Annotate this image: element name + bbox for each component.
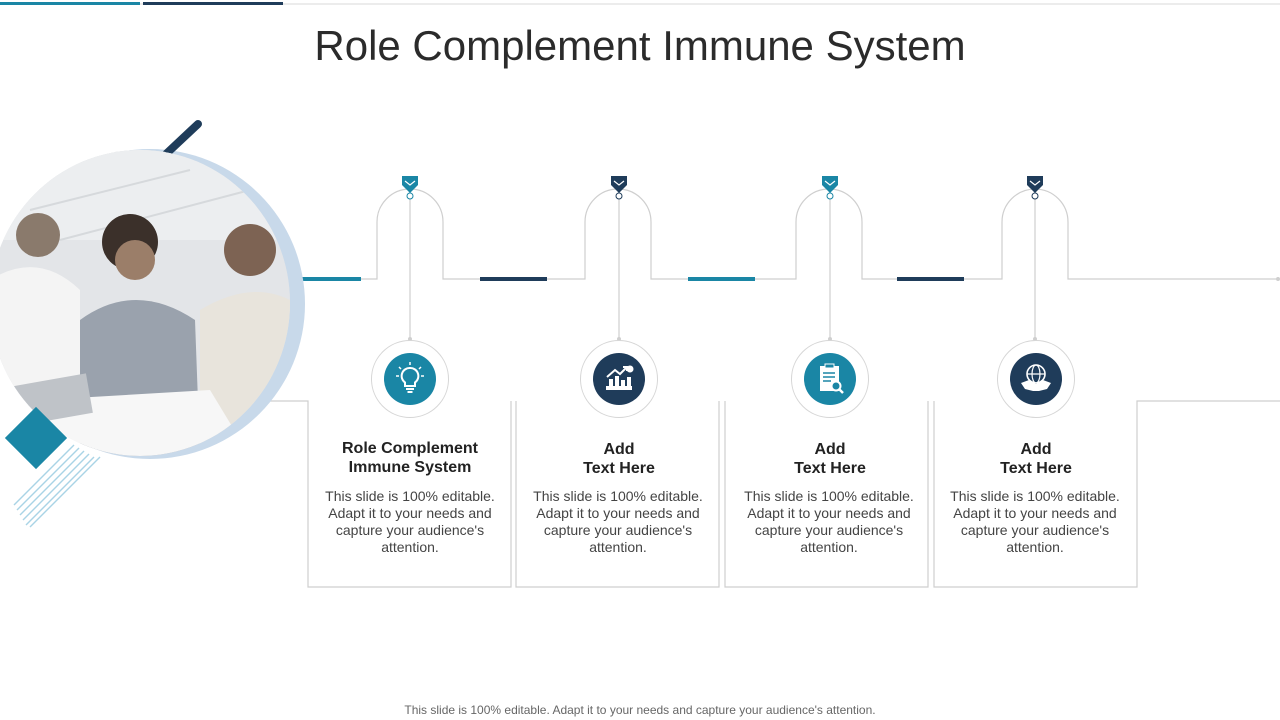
top-accent-teal <box>0 2 140 5</box>
top-accent-navy <box>143 2 283 5</box>
box-outline-1 <box>250 400 512 588</box>
step-3-title: Add Text Here <box>794 441 866 477</box>
step-3-description: This slide is 100% editable. Adapt it to… <box>744 488 914 555</box>
step-3-icon-ring <box>791 340 869 418</box>
accent-bar-2 <box>480 277 547 281</box>
decor-diamond <box>4 406 68 470</box>
step-4-description: This slide is 100% editable. Adapt it to… <box>950 488 1120 555</box>
box-outline-3 <box>724 401 929 588</box>
footer-note: This slide is 100% editable. Adapt it to… <box>404 703 876 717</box>
slide-title: Role Complement Immune System <box>314 22 966 69</box>
lightbulb-icon <box>384 353 436 405</box>
arrow-marker-2 <box>611 176 627 200</box>
accent-bar-4 <box>897 277 964 281</box>
top-rule <box>0 3 1280 5</box>
step-4-title: Add Text Here <box>1000 441 1072 477</box>
step-1-icon-ring <box>371 340 449 418</box>
decor-hatch <box>13 444 101 528</box>
step-2-icon-ring <box>580 340 658 418</box>
step-1-title: Role Complement Immune System <box>341 440 478 476</box>
arrow-marker-3 <box>822 176 838 200</box>
accent-bar-1 <box>294 277 361 281</box>
accent-bar-3 <box>688 277 755 281</box>
box-outline-2 <box>515 401 720 588</box>
step-1-description: This slide is 100% editable. Adapt it to… <box>325 488 495 555</box>
step-2-description: This slide is 100% editable. Adapt it to… <box>533 488 703 555</box>
arrow-marker-1 <box>402 176 418 200</box>
handshake-globe-icon <box>1010 353 1062 405</box>
decor-slash <box>162 120 202 158</box>
growth-chart-icon <box>593 353 645 405</box>
step-2-title: Add Text Here <box>583 441 655 477</box>
box-outline-4 <box>933 400 1280 588</box>
step-4-icon-ring <box>997 340 1075 418</box>
arrow-marker-4 <box>1027 176 1043 200</box>
clipboard-search-icon <box>804 353 856 405</box>
